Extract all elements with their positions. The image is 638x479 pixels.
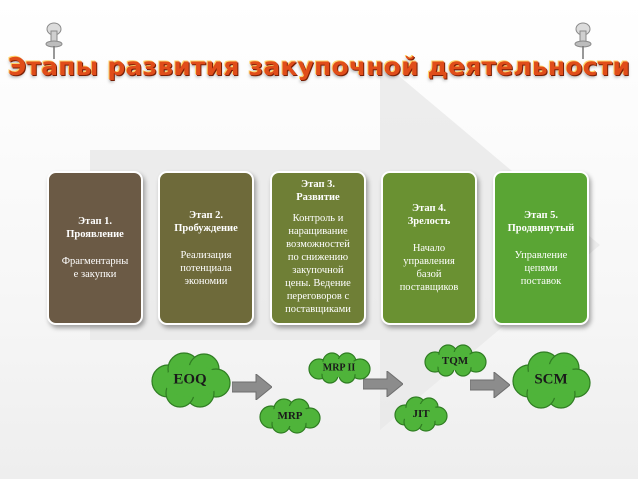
cloud-scm-label: SCM xyxy=(534,371,568,388)
arrow-eoq-to-mrp-icon xyxy=(232,374,272,400)
cloud-scm: SCM xyxy=(510,349,592,411)
cloud-jit-label: JIT xyxy=(412,408,430,420)
stage-1-box: Этап 1. Проявление Фрагментарны е закупк… xyxy=(47,171,143,325)
stage-4-box: Этап 4. Зрелость Начало управления базой… xyxy=(381,171,477,325)
cloud-eoq: EOQ xyxy=(148,351,232,409)
stage-2-box: Этап 2. Пробуждение Реализация потенциал… xyxy=(158,171,254,325)
stage-2-description: Реализация потенциала экономии xyxy=(180,249,232,287)
cloud-jit-shape-icon xyxy=(394,396,448,432)
stage-1-title: Этап 1. Проявление xyxy=(66,216,124,240)
cloud-mrp2-label: MRP II xyxy=(322,362,356,374)
stage-5-title: Этап 5. Продвинутый xyxy=(507,209,575,234)
stage-2-title: Этап 2. Пробуждение xyxy=(174,209,238,234)
cloud-mrp-label: MRP xyxy=(277,410,303,422)
cloud-mrp: MRP xyxy=(257,398,323,434)
stage-4-title: Этап 4. Зрелость xyxy=(407,203,451,227)
stage-3-title: Этап 3. Развитие xyxy=(296,179,340,203)
cloud-eoq-label: EOQ xyxy=(173,371,207,388)
stage-1-description: Фрагментарны е закупки xyxy=(61,256,129,280)
arrow-mrp2-to-jit-icon xyxy=(363,371,403,397)
cloud-jit: JIT xyxy=(392,396,450,432)
cloud-mrp2-shape-icon xyxy=(308,352,371,384)
cloud-eoq-shape-icon xyxy=(151,352,231,408)
cloud-tqm-shape-icon xyxy=(424,344,487,377)
stage-4-description: Начало управления базой поставщиков xyxy=(399,243,459,293)
cloud-scm-shape-icon xyxy=(512,351,591,409)
stage-3-box: Этап 3. Развитие Контроль и наращивание … xyxy=(270,171,366,325)
stage-3-description: Контроль и наращивание возможностей по с… xyxy=(285,213,351,315)
page-title: Этапы развития закупочной деятельности xyxy=(7,52,631,81)
cloud-mrp2: MRP II xyxy=(305,352,373,384)
cloud-tqm: TQM xyxy=(421,344,489,378)
stage-5-box: Этап 5. Продвинутый Управление цепями по… xyxy=(493,171,589,325)
pushpin-right-icon xyxy=(574,22,592,59)
cloud-tqm-label: TQM xyxy=(441,355,469,367)
arrow-tqm-to-scm-icon xyxy=(470,372,510,398)
pushpin-left-icon xyxy=(45,22,63,59)
stage-5-description: Управление цепями поставок xyxy=(514,249,568,287)
cloud-mrp-shape-icon xyxy=(259,398,321,434)
